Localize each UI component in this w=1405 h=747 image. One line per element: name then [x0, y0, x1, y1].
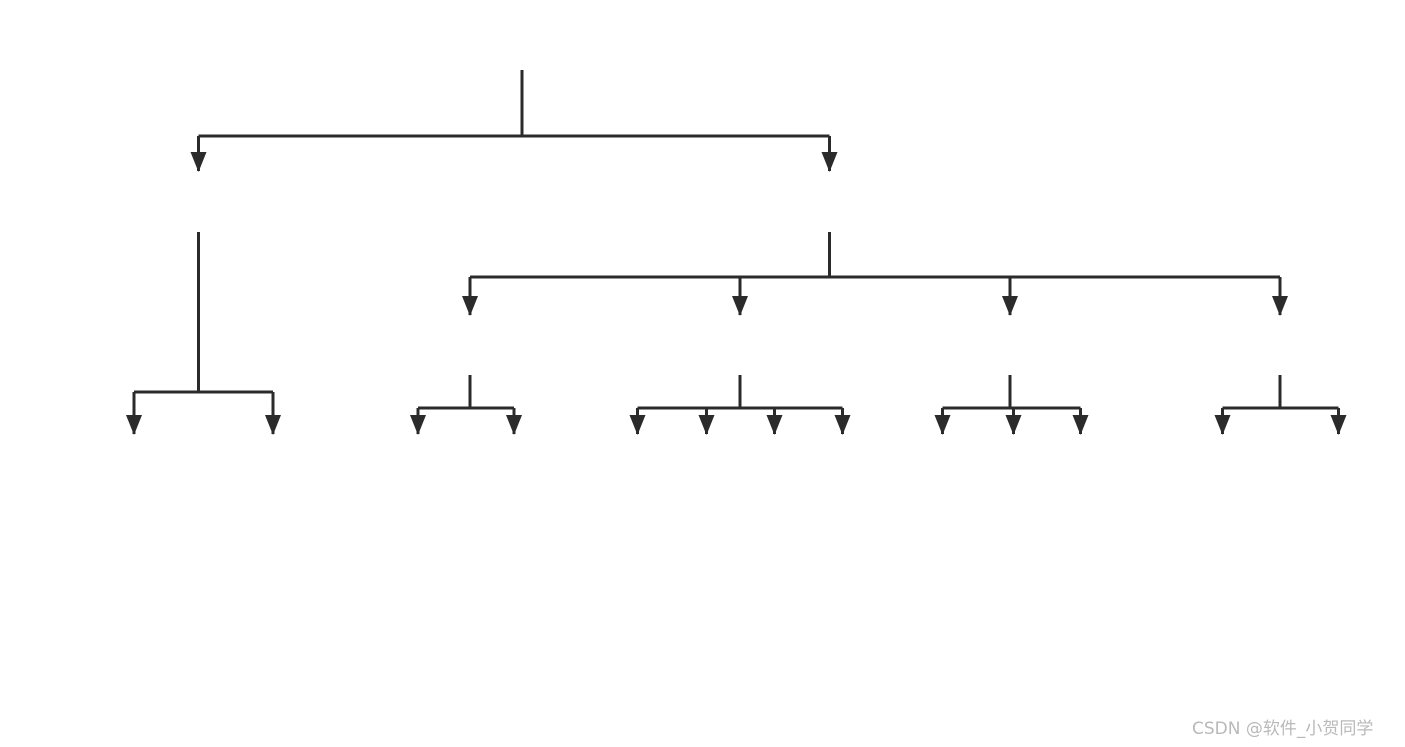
arrow-head-icon	[629, 415, 646, 435]
arrow-head-icon	[1330, 415, 1347, 435]
arrow-head-icon	[1214, 415, 1231, 435]
arrow-head-icon	[1272, 296, 1288, 316]
connector-lines	[126, 70, 1347, 435]
arrow-head-icon	[126, 415, 142, 435]
arrow-head-icon	[410, 415, 426, 435]
arrow-head-icon	[934, 415, 951, 435]
arrow-head-icon	[190, 152, 207, 172]
arrow-head-icon	[1072, 415, 1089, 435]
arrow-head-icon	[1005, 415, 1022, 435]
arrow-head-icon	[462, 296, 478, 316]
csdn-watermark: CSDN @软件_小贺同学	[1192, 719, 1374, 739]
arrow-head-icon	[698, 415, 715, 435]
arrow-head-icon	[732, 296, 748, 316]
arrow-head-icon	[821, 152, 838, 172]
arrow-head-icon	[766, 415, 783, 435]
arrow-head-icon	[265, 415, 281, 435]
arrow-head-icon	[506, 415, 522, 435]
arrow-head-icon	[1002, 296, 1018, 316]
arrow-head-icon	[834, 415, 851, 435]
